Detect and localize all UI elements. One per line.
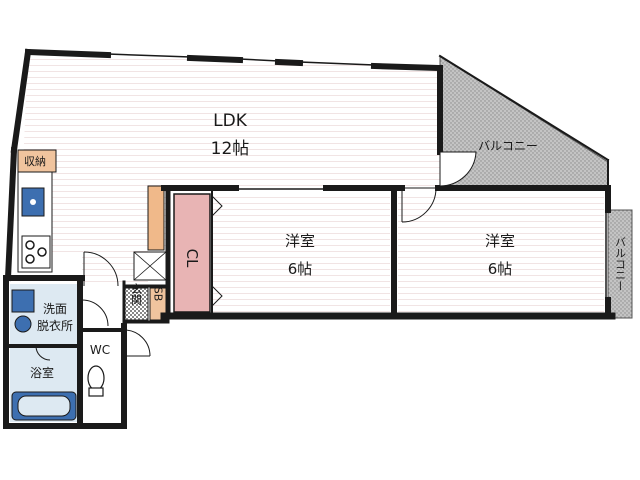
basin-icon bbox=[14, 315, 32, 333]
toilet-icon bbox=[87, 365, 105, 397]
stove-icon bbox=[21, 235, 51, 269]
vent-icon bbox=[133, 251, 167, 281]
washroom-label-line1: 洗面 bbox=[43, 302, 67, 316]
storage-accent bbox=[147, 185, 165, 251]
shoe-box-label: SB bbox=[152, 287, 165, 302]
bathroom-label: 浴室 bbox=[30, 365, 54, 380]
ldk-floor bbox=[18, 52, 440, 286]
closet-label: CL bbox=[183, 249, 201, 268]
doors bbox=[35, 151, 477, 361]
balcony-side bbox=[607, 209, 633, 319]
ldk-size: 12帖 bbox=[211, 139, 250, 159]
storage-label: 収納 bbox=[24, 155, 46, 168]
western-room-2-floor bbox=[398, 192, 604, 312]
balcony-side-label: バルコニー bbox=[614, 237, 627, 292]
western-room-2-label: 洋室 bbox=[485, 232, 515, 250]
bathtub-icon bbox=[11, 391, 77, 421]
walls bbox=[3, 48, 616, 429]
ldk-label: LDK bbox=[213, 111, 248, 131]
storage-box bbox=[17, 149, 57, 173]
toilet-label: WC bbox=[90, 343, 110, 357]
washer-icon bbox=[11, 289, 35, 313]
entrance-label: 玄関 bbox=[130, 282, 143, 305]
western-room-2-size: 6帖 bbox=[488, 260, 513, 278]
western-room-1-floor bbox=[212, 192, 390, 312]
closet-area bbox=[173, 193, 211, 313]
western-room-1-size: 6帖 bbox=[288, 260, 313, 278]
washroom-label-line2: 脱衣所 bbox=[37, 318, 73, 333]
sink-drain-icon bbox=[30, 199, 36, 205]
entrance-floor bbox=[123, 287, 149, 321]
western-room-1-label: 洋室 bbox=[285, 232, 315, 250]
balcony-top-label: バルコニー bbox=[478, 139, 538, 153]
